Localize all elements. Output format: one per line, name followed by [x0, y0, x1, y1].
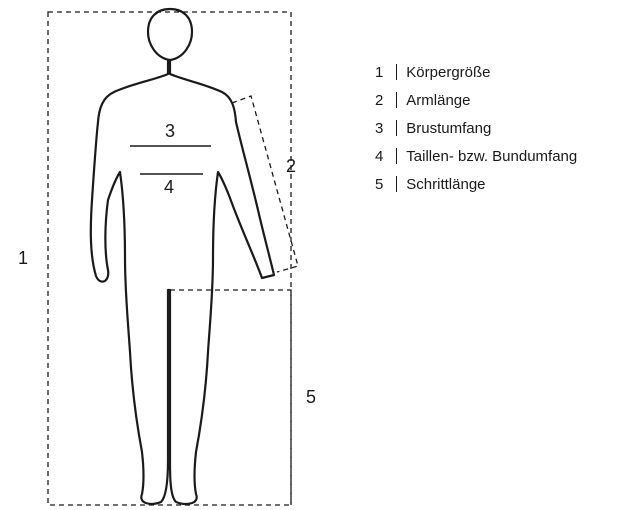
- inseam-marker: 5: [306, 387, 316, 407]
- legend-separator: [396, 92, 397, 108]
- arm-length-bracket: [232, 96, 298, 272]
- legend-separator: [396, 64, 397, 80]
- legend-label: Armlänge: [406, 92, 470, 109]
- legend-item-body-height: 1 Körpergröße: [375, 58, 577, 86]
- legend-label: Brustumfang: [406, 120, 491, 137]
- legend-separator: [396, 120, 397, 136]
- legend-separator: [396, 176, 397, 192]
- measurement-legend: 1 Körpergröße 2 Armlänge 3 Brustumfang 4…: [375, 58, 577, 198]
- legend-number: 5: [375, 176, 387, 193]
- legend-item-chest: 3 Brustumfang: [375, 114, 577, 142]
- legend-number: 3: [375, 120, 387, 137]
- legend-item-inseam: 5 Schrittlänge: [375, 170, 577, 198]
- legend-number: 2: [375, 92, 387, 109]
- arm-marker: 2: [286, 156, 296, 176]
- legend-number: 4: [375, 148, 387, 165]
- inseam-bracket: [170, 290, 291, 505]
- height-marker: 1: [18, 248, 28, 268]
- legend-label: Schrittlänge: [406, 176, 485, 193]
- legend-number: 1: [375, 64, 387, 81]
- chest-marker: 3: [165, 121, 175, 141]
- legend-separator: [396, 148, 397, 164]
- legend-label: Taillen- bzw. Bundumfang: [406, 148, 577, 165]
- legend-item-arm-length: 2 Armlänge: [375, 86, 577, 114]
- waist-marker: 4: [164, 177, 174, 197]
- legend-label: Körpergröße: [406, 64, 490, 81]
- legend-item-waist: 4 Taillen- bzw. Bundumfang: [375, 142, 577, 170]
- body-silhouette: [91, 9, 274, 504]
